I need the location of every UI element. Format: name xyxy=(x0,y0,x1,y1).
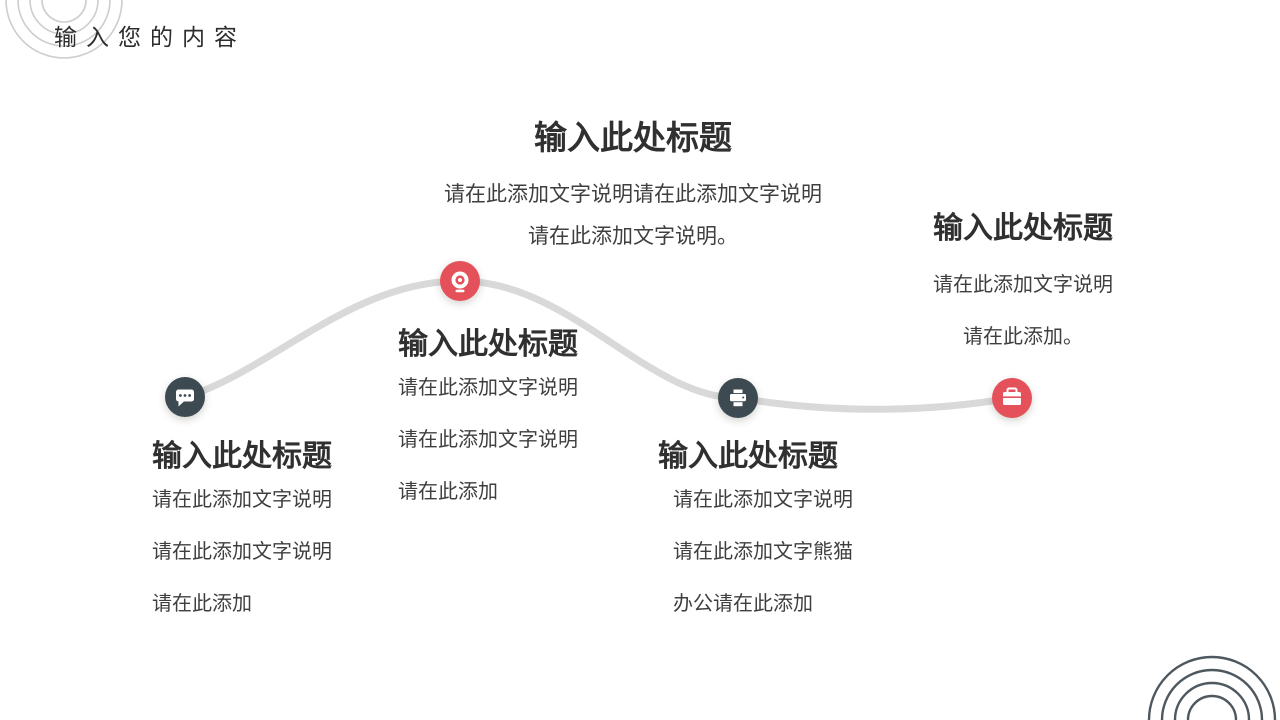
timeline-node-4 xyxy=(992,378,1032,418)
briefcase-icon xyxy=(1003,387,1021,405)
section-text-line: 请在此添加文字说明 xyxy=(152,541,332,563)
section-title: 输入此处标题 xyxy=(658,440,838,473)
section-title: 输入此处标题 xyxy=(534,119,732,156)
timeline-node-3 xyxy=(718,378,758,418)
slide-header: 输入您的内容 xyxy=(54,18,246,52)
section-text-line: 请在此添加。 xyxy=(963,326,1083,348)
timeline-node-2 xyxy=(440,261,480,301)
section-step1: 输入此处标题 请在此添加文字说明 请在此添加文字说明 请在此添加 xyxy=(152,438,432,645)
timeline-node-1 xyxy=(165,377,205,417)
section-title: 输入此处标题 xyxy=(933,212,1113,245)
section-title: 输入此处标题 xyxy=(152,440,332,473)
section-text-line: 请在此添加文字说明。 xyxy=(528,225,738,248)
section-step3: 输入此处标题 请在此添加文字说明 请在此添加文字熊猫 办公请在此添加 xyxy=(658,438,958,645)
section-step2: 输入此处标题 请在此添加文字说明 请在此添加文字说明 请在此添加 xyxy=(398,326,678,533)
section-step4: 输入此处标题 请在此添加文字说明 请在此添加。 xyxy=(892,210,1154,378)
page-title: 输入您的内容 xyxy=(54,25,246,50)
message-icon xyxy=(176,389,194,407)
section-text-line: 请在此添加文字说明 xyxy=(673,489,853,511)
section-text-line: 办公请在此添加 xyxy=(673,593,813,615)
section-text-line: 请在此添加文字说明 xyxy=(398,377,578,399)
section-text-line: 请在此添加文字说明请在此添加文字说明 xyxy=(444,183,822,206)
section-text-line: 请在此添加 xyxy=(398,481,498,503)
section-top: 输入此处标题 请在此添加文字说明请在此添加文字说明 请在此添加文字说明。 xyxy=(398,118,868,268)
printer-icon xyxy=(730,389,746,407)
section-text-line: 请在此添加文字熊猫 xyxy=(673,541,853,563)
webcam-icon xyxy=(451,271,469,293)
section-title: 输入此处标题 xyxy=(398,328,578,361)
section-text-line: 请在此添加文字说明 xyxy=(152,489,332,511)
section-text-line: 请在此添加文字说明 xyxy=(398,429,578,451)
section-text-line: 请在此添加文字说明 xyxy=(933,274,1113,296)
section-text-line: 请在此添加 xyxy=(152,593,252,615)
